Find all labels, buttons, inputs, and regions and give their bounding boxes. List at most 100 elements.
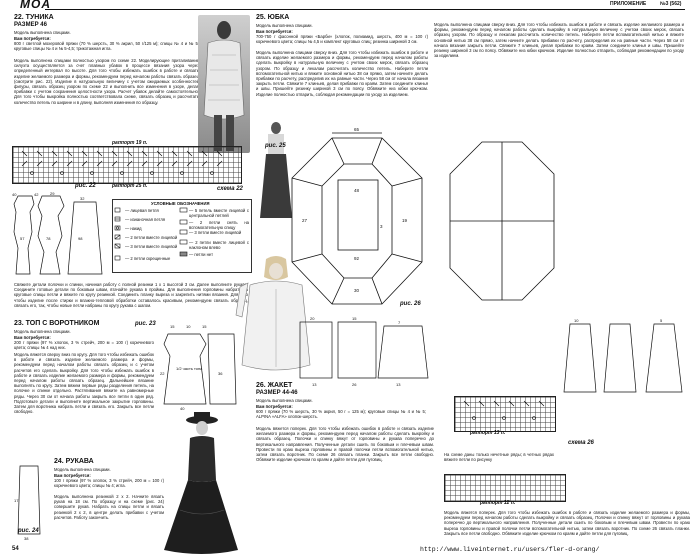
schema-26-caption: схема 26 — [568, 440, 594, 446]
fig-26-label: рис. 26 — [400, 301, 421, 307]
fig-22-num-7: 98 — [78, 236, 83, 241]
tunic-body-text: Модель выполнена спицами полностью узоро… — [14, 58, 199, 105]
top-body-text: Модель вяжется сверху вниз по кругу. Для… — [14, 352, 154, 415]
top-title: 23. ТОП С ВОРОТНИКОМ — [14, 320, 100, 327]
jacket-materials: 600 г пряжи (70 % шерсть, 30 % акрил, 50… — [256, 409, 426, 420]
fig-23-num-1: 15 — [170, 324, 175, 329]
legend-item-10: — петли нет — [189, 252, 214, 257]
legend-item-2: — изнаночная петля — [125, 217, 166, 222]
tunic-assembly-text: Свяжите детали полочки и спинки, начиная… — [14, 282, 248, 308]
fig-23-label: рис. 23 — [135, 321, 156, 327]
jacket-photo-figure — [235, 256, 311, 371]
legend-title: УСЛОВНЫЕ ОБОЗНАЧЕНИЯ — [151, 201, 210, 206]
legend-item-7: — 2 петли снять на вспомогательную спицу — [189, 220, 249, 231]
fig-23-part-label: 1/2 часть топа — [176, 366, 203, 371]
tunic-materials-label: Вам потребуется: — [14, 36, 51, 41]
fig-22-num-1: 40 — [12, 192, 17, 197]
tunic-photo-figure — [203, 21, 245, 151]
skirt-title: 25. ЮБКА — [256, 14, 290, 21]
fig-26-num-2: 15 — [352, 316, 357, 321]
jacket-body-text: Модель вяжется поперек. Для того чтобы и… — [256, 426, 434, 463]
fig-25-num-7: 3 — [380, 224, 383, 229]
legend-item-6: — 5 петель вместе лицевой с центральной … — [189, 208, 249, 219]
legend-item-5: — 3 петли вместе лицевой — [125, 244, 178, 249]
fig-26-num-8: 5 — [660, 318, 663, 323]
skirt-materials-label: Вам потребуется: — [256, 29, 293, 34]
jacket-title: 26. ЖАКЕТ — [256, 382, 293, 389]
jacket-materials-label: Вам потребуется: — [256, 404, 293, 409]
fig-26-num-3: 7 — [398, 320, 401, 325]
jacket-intro: Модель выполнена спицами. — [256, 398, 313, 403]
fig-22-label: рис. 22 — [75, 183, 96, 189]
fig-25-num-4: 48 — [354, 188, 360, 193]
schema-26-rapport-1: раппорт 13 п. — [470, 430, 506, 436]
fig-24-pattern: 17 38 — [14, 465, 41, 541]
header-rule — [45, 9, 685, 10]
schema-26-rapport-2: раппорт 12 п. — [480, 500, 516, 506]
legend-item-8: — 3 петли вместе лицевой — [189, 230, 242, 235]
schema-26-note: На схеме даны только нечетные ряды; в че… — [444, 452, 554, 463]
schema-22-rapport-top: раппорт 19 п. — [112, 140, 148, 146]
fig-23-num-3: 15 — [202, 324, 207, 329]
fig-22-pattern: 40 42 29 32 57 78 98 — [12, 191, 103, 275]
fig-22-num-6: 78 — [46, 236, 51, 241]
legend-item-4: — 2 петли вместе лицевой — [125, 235, 178, 240]
issue-label: №3 (562) — [660, 1, 682, 7]
fig-25-num-2: 27 — [302, 218, 308, 223]
schema-22-rapport-bottom: раппорт 25 п. — [112, 183, 148, 189]
legend-box: УСЛОВНЫЕ ОБОЗНАЧЕНИЯ — лицевая петля — и… — [112, 199, 252, 273]
dark-dress-figure — [164, 412, 238, 554]
jacket-continued-text: Модель вяжется поперек. Для того чтобы и… — [444, 510, 690, 536]
fig-26-num-4: 13 — [312, 382, 317, 387]
fig-26-num-6: 13 — [396, 382, 401, 387]
fig-26-sleeve-pieces: 10 5 — [563, 318, 683, 393]
tunic-materials: 800 г светлой мохеровой пряжи (70 % шерс… — [14, 41, 199, 52]
schema-22-symbols — [21, 150, 223, 175]
mittens-intro: Модель выполнена спицами. — [54, 467, 111, 472]
fig-23-num-5: 36 — [218, 371, 223, 376]
fig-22-num-3: 29 — [50, 191, 55, 196]
fig-25-diagram: 65 27 19 48 92 30 3 — [291, 127, 423, 305]
magazine-logo: MOA — [20, 0, 51, 11]
fig-23-num-4: 22 — [160, 371, 165, 376]
legend-item-3: — накид — [125, 226, 142, 231]
fig-24-num-2: 38 — [24, 536, 29, 541]
skirt-photo-figure — [260, 122, 292, 218]
fig-23-num-2: 10 — [186, 324, 191, 329]
jacket-size: РАЗМЕР 44-46 — [256, 390, 298, 396]
fig-26-num-5: 26 — [352, 382, 357, 387]
fig-25-num-5: 92 — [354, 256, 360, 261]
tunic-size: РАЗМЕР 46 — [14, 22, 47, 28]
tunic-title: 22. ТУНИКА — [14, 14, 54, 21]
fig-22-num-5: 57 — [20, 236, 25, 241]
mittens-materials: 100 г пряжи (97 % хлопок, 3 % стрейч, 20… — [54, 478, 164, 489]
schema-22-caption: схема 22 — [217, 186, 243, 192]
mittens-body-text: Модель выполнена резинкой 2 х 2. Начните… — [54, 494, 164, 520]
legend-item-1: — лицевая петля — [125, 208, 159, 213]
section-label: ПРИЛОЖЕНИЕ — [610, 1, 647, 7]
page-header: MOA ПРИЛОЖЕНИЕ №3 (562) — [0, 0, 700, 14]
fig-25-label: рис. 25 — [265, 143, 286, 149]
skirt-body-left: Модель выполнена спицами сверху вниз. Дл… — [256, 50, 428, 97]
skirt-body-right: Модель выполнена спицами сверху вниз. Дл… — [434, 22, 684, 59]
legend-item-9: — 2 петли вместе лицевой с наклоном влев… — [189, 240, 249, 251]
top-materials: 200 г пряжи (97 % хлопок, 3 % стрейч, 20… — [14, 340, 154, 351]
fig-25-num-6: 30 — [354, 288, 360, 293]
fig-25-num-1: 65 — [354, 127, 360, 132]
top-intro: Модель выполнена спицами. — [14, 329, 71, 334]
fig-23-num-6: 40 — [180, 406, 185, 411]
mittens-title: 24. РУКАВА — [54, 458, 94, 465]
schema-26-grid-2 — [444, 474, 566, 502]
legend-symbols — [114, 207, 188, 261]
legend-item-11: — 2 петли скрещенные — [125, 256, 171, 261]
fig-22-num-2: 42 — [34, 192, 39, 197]
page-number: 54 — [12, 546, 19, 552]
fig-22-num-4: 32 — [80, 196, 85, 201]
skirt-intro: Модель выполнена спицами. — [256, 23, 313, 28]
fig-24-label: рис. 24 — [18, 528, 39, 534]
mittens-materials-label: Вам потребуется: — [54, 473, 91, 478]
fig-26-pattern-pieces: 20 15 7 13 26 13 — [299, 316, 429, 387]
fig-24-num-1: 17 — [14, 498, 19, 503]
tunic-intro: Модель выполнена спицами. — [14, 30, 71, 35]
top-materials-label: Вам потребуется: — [14, 335, 51, 340]
